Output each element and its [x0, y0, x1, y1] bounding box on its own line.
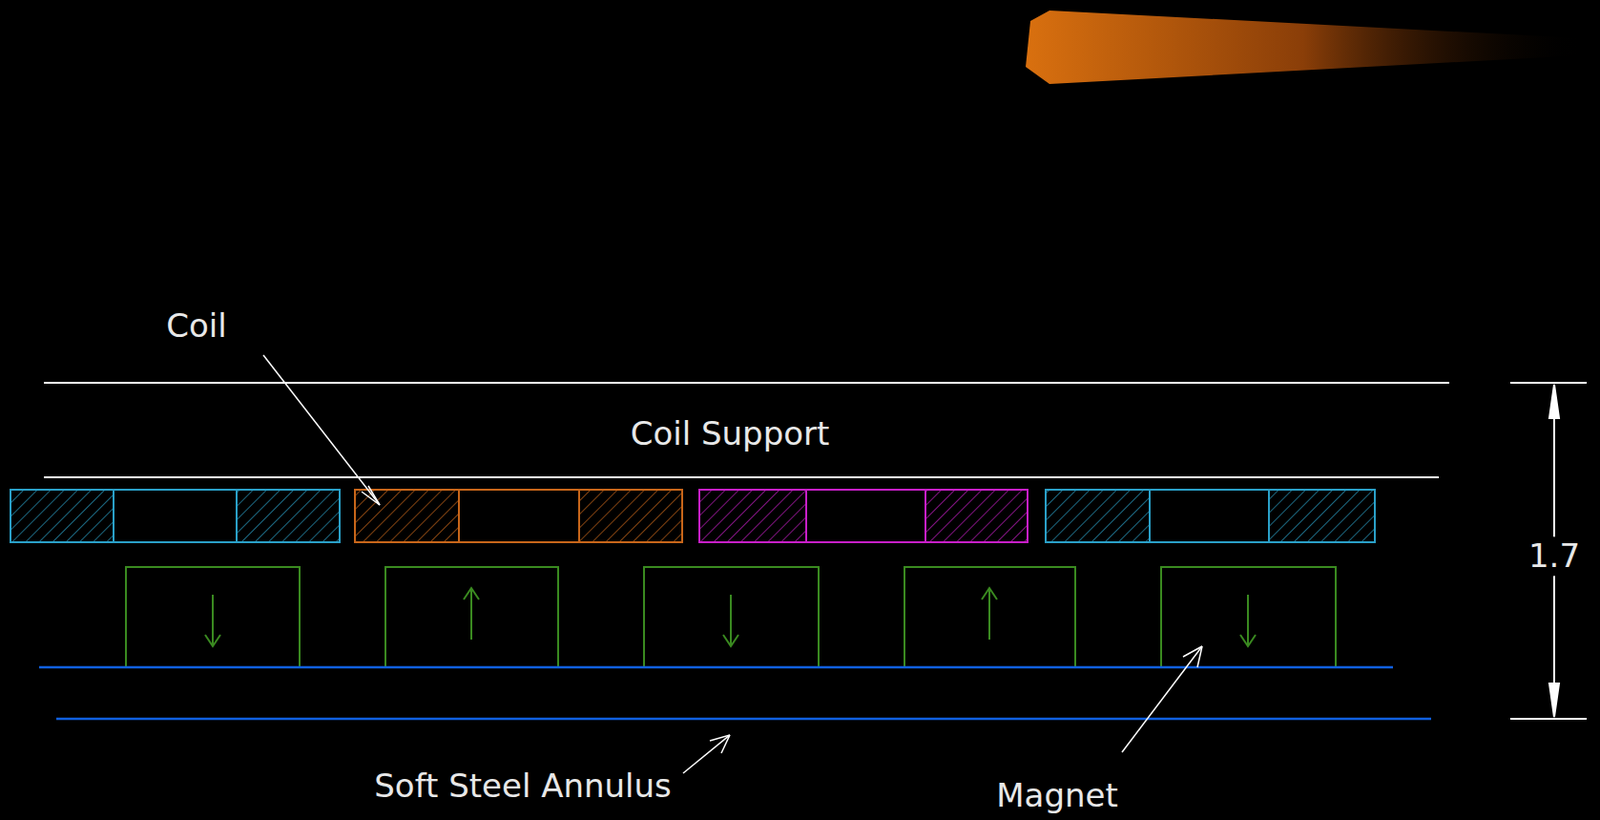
part-label: Coil	[166, 308, 227, 344]
title-bar	[22, 10, 1582, 84]
coil-support	[43, 382, 1450, 478]
leader-line	[263, 354, 1203, 773]
part-label: Magnet	[996, 777, 1119, 813]
part-label: Soft Steel Annulus	[374, 768, 672, 804]
magnet	[125, 566, 1336, 667]
dimension-value: 1.7	[1525, 536, 1583, 576]
steel-annulus	[39, 666, 1432, 719]
part-label: Coil Support	[630, 415, 831, 452]
dimension-line	[1510, 382, 1587, 719]
coil	[10, 489, 1375, 542]
